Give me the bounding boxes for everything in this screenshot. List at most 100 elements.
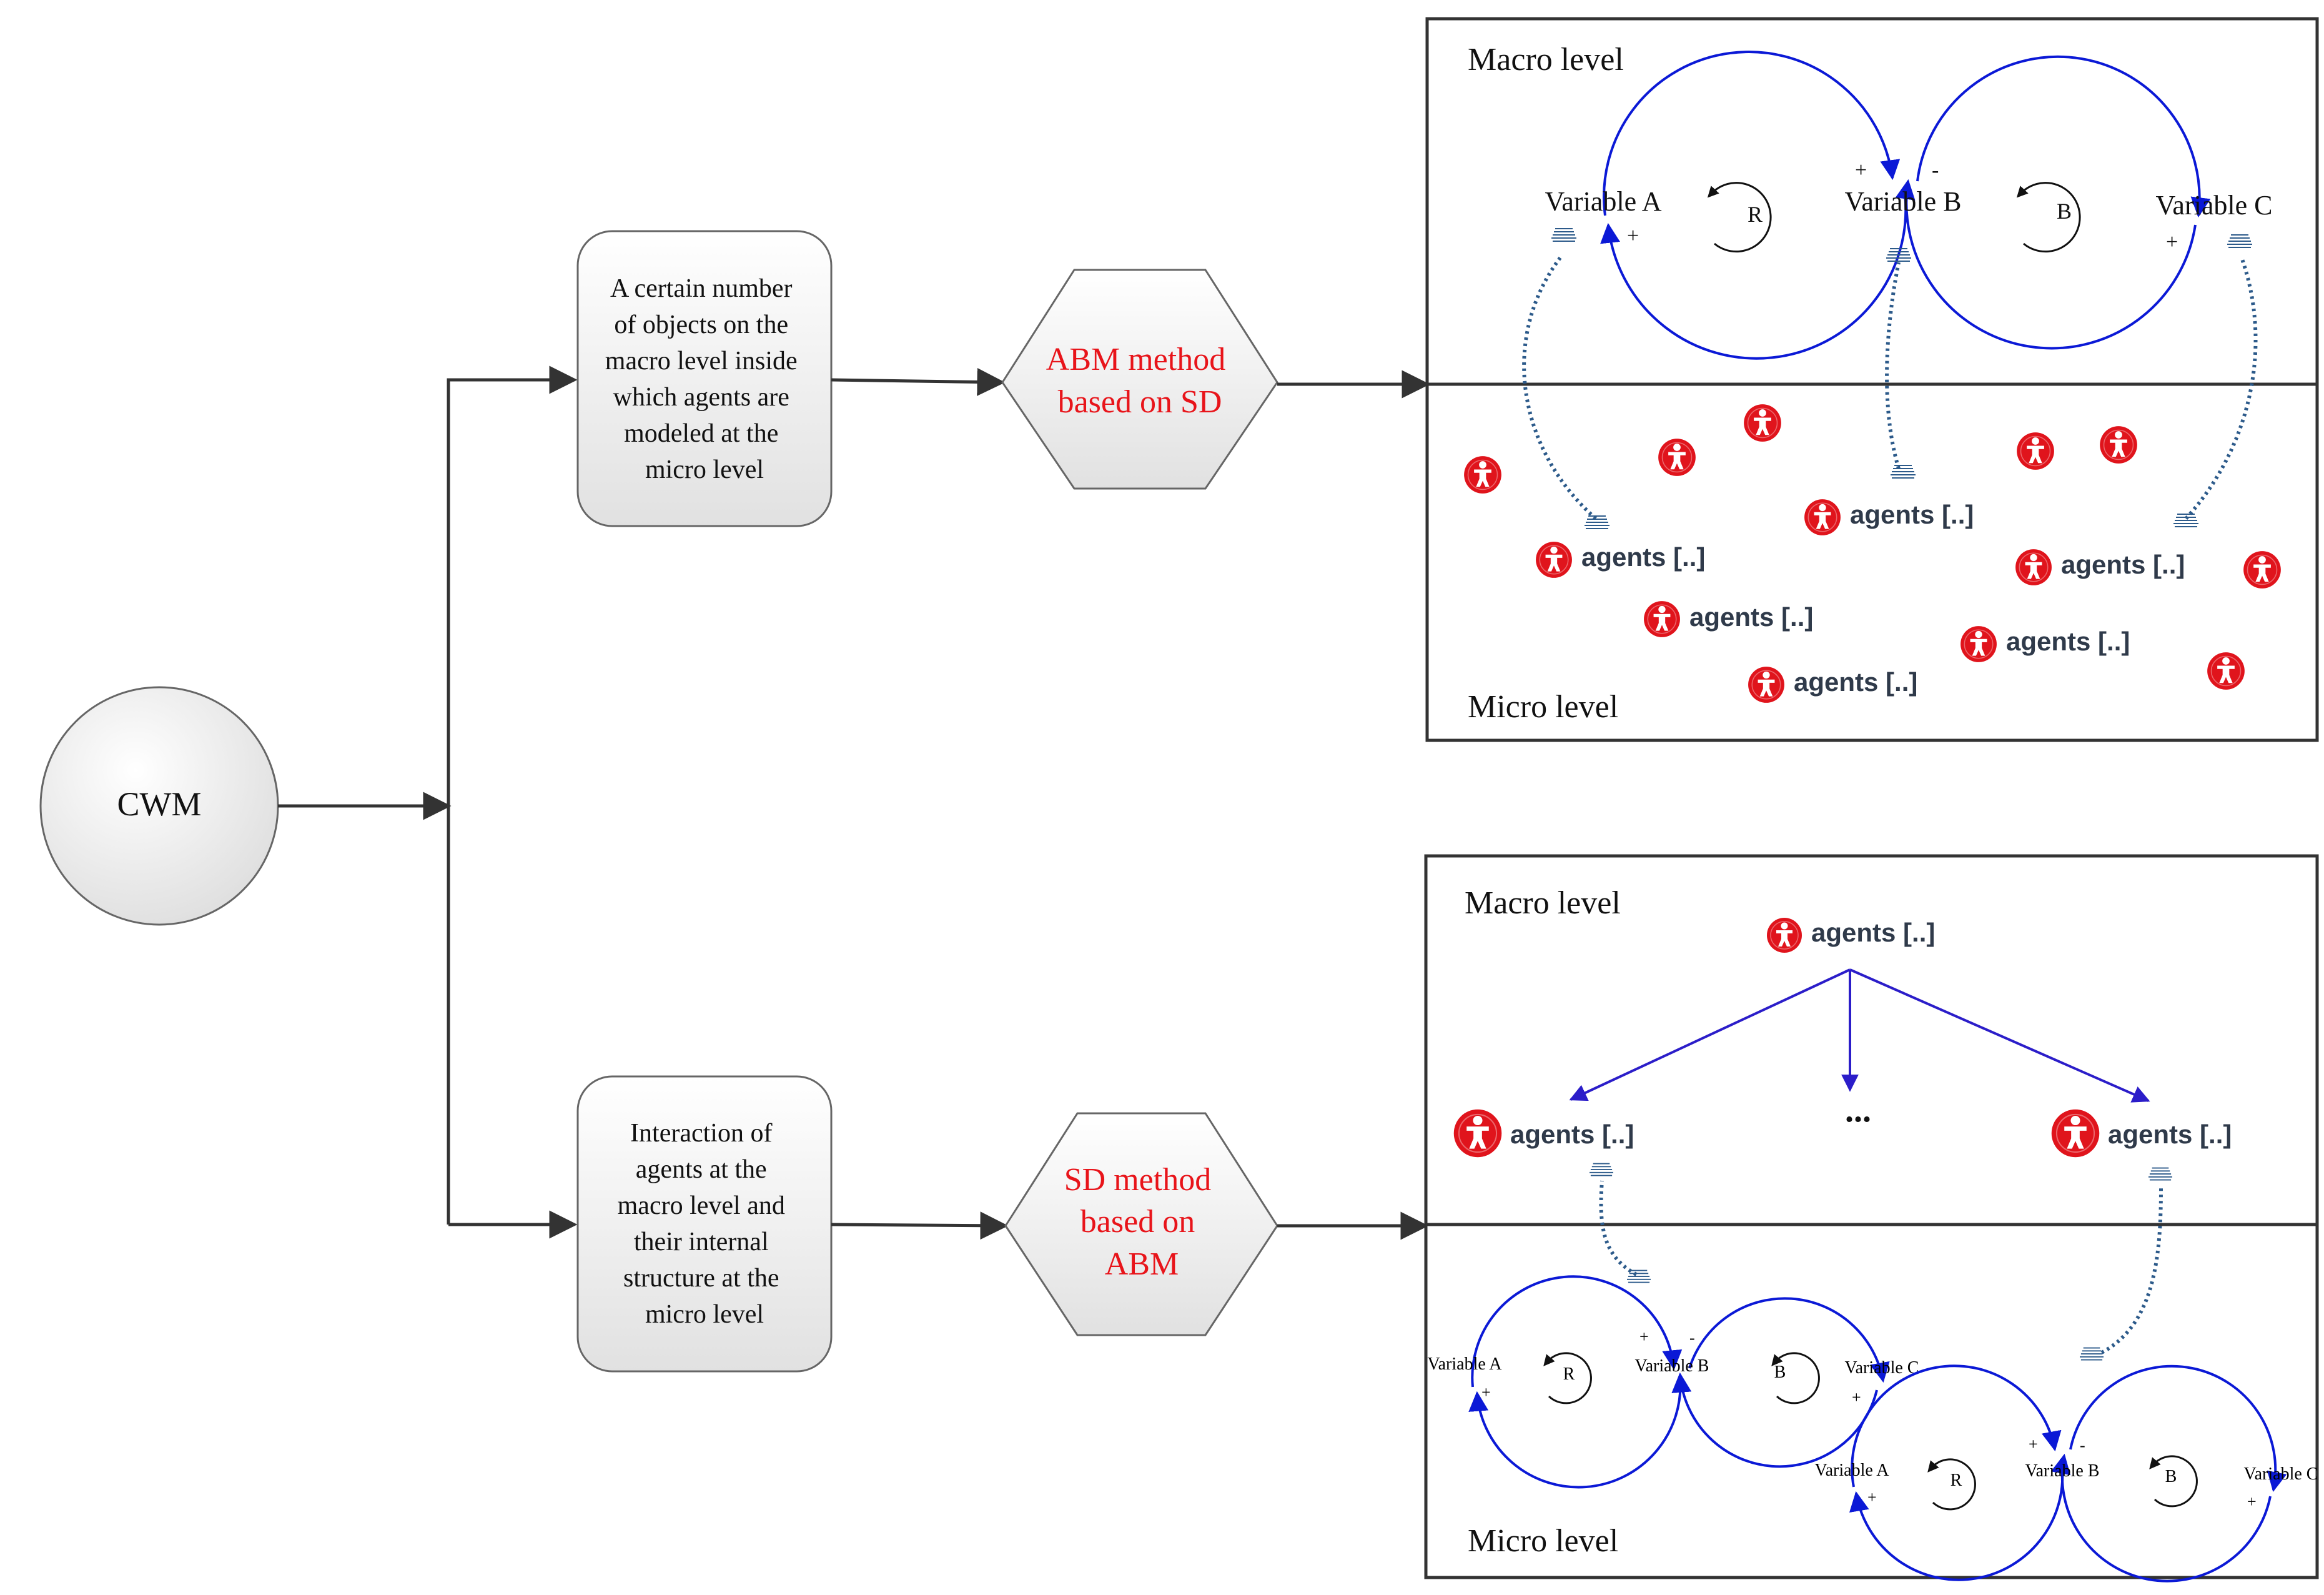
branch-2-top-agent-label: agents [..] xyxy=(1811,918,1935,947)
branch-1-agent-group-5: agents [..] xyxy=(1960,625,2130,663)
branch-2-cld-2-variable-c: Variable C xyxy=(2244,1464,2318,1484)
branch-2-fanout-links xyxy=(1569,968,2150,1103)
branch-2-panel: Macro level Micro level agents [..] ... … xyxy=(1424,854,2319,1583)
branch-1-desc-line-4: which agents are xyxy=(613,383,789,412)
branch-2-cld-1-loop-r: R xyxy=(1563,1364,1575,1384)
branch-2-cld-1-variable-a: Variable A xyxy=(1428,1354,1503,1374)
agent-icon xyxy=(1748,666,1785,703)
agent-icon xyxy=(1535,541,1573,579)
branch-2-ellipsis: ... xyxy=(1845,1091,1871,1130)
branch-1-sign-b-minus: - xyxy=(1932,159,1939,182)
branch-2-cld-1-sign-b-plus: + xyxy=(1639,1328,1649,1346)
branch-1-sign-b-plus: + xyxy=(1855,159,1867,182)
agent-icon xyxy=(1743,404,1782,442)
branch-1-variable-c: Variable C xyxy=(2156,190,2273,221)
svg-text:ABM method based on SD: ABM method based on SD xyxy=(1046,342,1234,420)
branch-1-desc-line-5: modeled at the xyxy=(624,419,778,448)
branch-1-agent-group-4: agents [..] xyxy=(1804,499,1974,536)
agent-icon xyxy=(2207,652,2245,690)
agent-icon xyxy=(2243,550,2282,589)
branch-2-cld-1-sign-a: + xyxy=(1481,1383,1491,1401)
branch-2-cld-2-sign-a: + xyxy=(1867,1488,1877,1506)
branch-2-method-line-2: based on xyxy=(1080,1204,1195,1240)
branch-2-method-hexagon: SD method based on ABM xyxy=(1004,1112,1278,1336)
agent-icon xyxy=(2016,432,2055,470)
loop-circular-arrow-icon xyxy=(1543,1352,1592,1404)
branch-2-cld-1-variable-b: Variable B xyxy=(1635,1356,1709,1376)
branch-1-agent-label-4: agents [..] xyxy=(1850,500,1974,529)
branch-2-cld-2-sign-c: + xyxy=(2247,1493,2257,1511)
branch-2-desc-line-5: structure at the xyxy=(623,1264,779,1293)
branch-1-arrow-to-method xyxy=(831,367,1006,396)
loop-circular-arrow-icon xyxy=(1707,182,1772,253)
branch-1-agent-group-1: agents [..] xyxy=(1535,541,1705,579)
branch-2-arrow-to-method xyxy=(831,1211,1009,1240)
branch-1-desc-line-1: A certain number xyxy=(610,274,793,303)
branch-2-cld-2: Variable A Variable B Variable C + + - +… xyxy=(1815,1364,2318,1583)
branch-1-agent-label-3: agents [..] xyxy=(1794,667,1917,697)
branch-2-desc-line-1: Interaction of xyxy=(630,1119,772,1148)
branch-1-method-hexagon: ABM method based on SD xyxy=(1001,269,1278,490)
branch-1-desc-line-6: micro level xyxy=(645,455,764,484)
branch-1-agent-group-2: agents [..] xyxy=(1643,600,1813,638)
svg-text:Interaction of agents at: Interaction of agents at the macro level… xyxy=(618,1119,792,1329)
agent-icon xyxy=(2015,549,2052,586)
agent-icon xyxy=(1804,499,1841,536)
branch-1-sign-c: + xyxy=(2166,231,2178,254)
branch-2-cld-1-sign-b-minus: - xyxy=(1689,1329,1695,1347)
branch-1-method-line-1: ABM method xyxy=(1046,342,1225,377)
branch-2-cld-2-sign-b-minus: - xyxy=(2080,1436,2085,1454)
branch-2-left-agent-label: agents [..] xyxy=(1510,1120,1634,1149)
branch-1-agent-label-6: agents [..] xyxy=(2061,550,2185,579)
branch-1-agent-label-5: agents [..] xyxy=(2006,627,2130,656)
branch-2-description-box: Interaction of agents at the macro level… xyxy=(576,1075,833,1373)
branch-2-micro-title: Micro level xyxy=(1468,1523,1618,1559)
branch-2-right-agent: agents [..] xyxy=(2050,1108,2232,1158)
branch-1-desc-line-3: macro level inside xyxy=(605,347,798,375)
branch-2-cld-1-loop-b: B xyxy=(1774,1363,1786,1382)
branch-1-loop-b: B xyxy=(2016,182,2081,253)
branch-2-cld-2-loop-b: B xyxy=(2165,1467,2177,1486)
agent-icon xyxy=(1960,625,1997,663)
branch-1-description-box: A certain number of objects on the macro… xyxy=(576,230,833,527)
branch-2-cld-1-sign-c: + xyxy=(1852,1388,1861,1406)
branch-2-desc-line-2: agents at the xyxy=(636,1155,767,1184)
agent-icon xyxy=(2099,425,2138,464)
cwm-label: CWM xyxy=(117,785,202,823)
branch-2-method-line-1: SD method xyxy=(1064,1162,1211,1198)
branch-1-desc-line-2: of objects on the xyxy=(614,311,788,339)
branch-2-dashed-links xyxy=(1599,1180,2163,1354)
agent-icon xyxy=(1658,438,1696,477)
loop-circular-arrow-icon xyxy=(2149,1455,2198,1508)
branch-2-right-agent-label: agents [..] xyxy=(2108,1120,2232,1149)
svg-text:A certain number of obje: A certain number of objects on the macro… xyxy=(605,274,804,484)
branch-2-cld-2-loop-r: R xyxy=(1951,1471,1962,1490)
loop-circular-arrow-icon xyxy=(1771,1352,1820,1404)
branch-2-macro-title: Macro level xyxy=(1465,885,1621,921)
branch-1-variable-a: Variable A xyxy=(1545,186,1662,217)
branch-1-loop-r-label: R xyxy=(1748,202,1763,227)
branch-1-agent-group-3: agents [..] xyxy=(1748,666,1917,703)
branch-2-cld-1-variable-c: Variable C xyxy=(1845,1358,1919,1378)
branch-1-agent-group-6: agents [..] xyxy=(2015,549,2185,586)
loop-circular-arrow-icon xyxy=(2016,182,2081,253)
branch-1-loop-b-label: B xyxy=(2057,199,2072,224)
agent-icon xyxy=(1643,600,1681,638)
branch-1-dashed-links xyxy=(1522,255,2258,520)
cwm-node: CWM xyxy=(39,686,279,926)
agent-icon xyxy=(1453,1108,1503,1158)
branch-2-cld-2-sign-b-plus: + xyxy=(2029,1435,2038,1453)
loop-circular-arrow-icon xyxy=(1927,1458,1976,1511)
branch-1-macro-title: Macro level xyxy=(1468,42,1624,77)
branch-2-cld-2-variable-a: Variable A xyxy=(1815,1461,1890,1480)
branch-1-agent-label-2: agents [..] xyxy=(1689,602,1813,632)
agent-icon xyxy=(2050,1108,2100,1158)
branch-1-panel: Macro level Micro level Variable A Varia… xyxy=(1425,17,2319,742)
branch-2-left-agent: agents [..] xyxy=(1453,1108,1634,1158)
branch-2-method-line-3: ABM xyxy=(1105,1246,1179,1282)
trunk-connectors xyxy=(278,365,578,1239)
branch-2-desc-line-3: macro level and xyxy=(618,1191,785,1220)
branch-1-loop-r: R xyxy=(1707,182,1772,253)
branch-2-cld-1: Variable A Variable B Variable C + + - +… xyxy=(1428,1275,1919,1489)
branch-1-micro-title: Micro level xyxy=(1468,689,1618,725)
